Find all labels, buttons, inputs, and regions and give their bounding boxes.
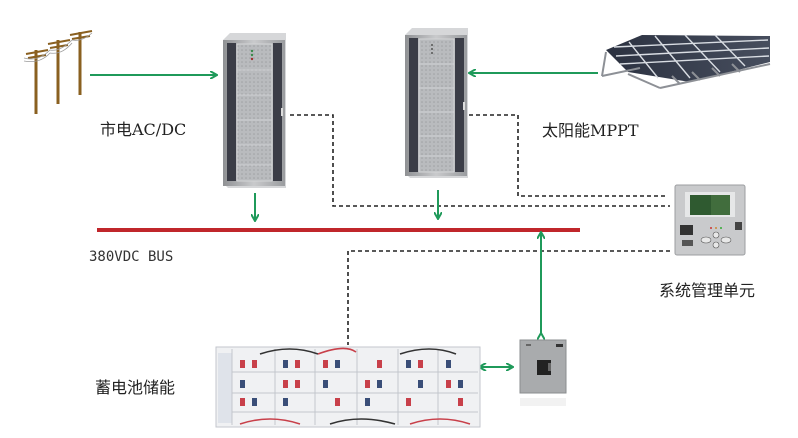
converter-box-icon [519, 339, 567, 406]
management-unit-label: 系统管理单元 [659, 281, 756, 300]
flow-arrow [90, 73, 598, 367]
power-pole-icon [23, 30, 93, 114]
grid-input-label: 市电AC/DC [100, 120, 187, 139]
battery-storage-label: 蓄电池储能 [95, 378, 176, 397]
battery-rack-icon [215, 346, 481, 428]
rectifier-cabinet-icon [223, 33, 286, 188]
controller-icon [674, 184, 746, 256]
signal-line [290, 114, 670, 345]
solar-panel-icon [601, 34, 771, 89]
mppt-cabinet-icon [405, 28, 468, 178]
solar-mppt-label: 太阳能MPPT [542, 121, 639, 140]
dc-bus-label: 380VDC BUS [89, 249, 174, 265]
